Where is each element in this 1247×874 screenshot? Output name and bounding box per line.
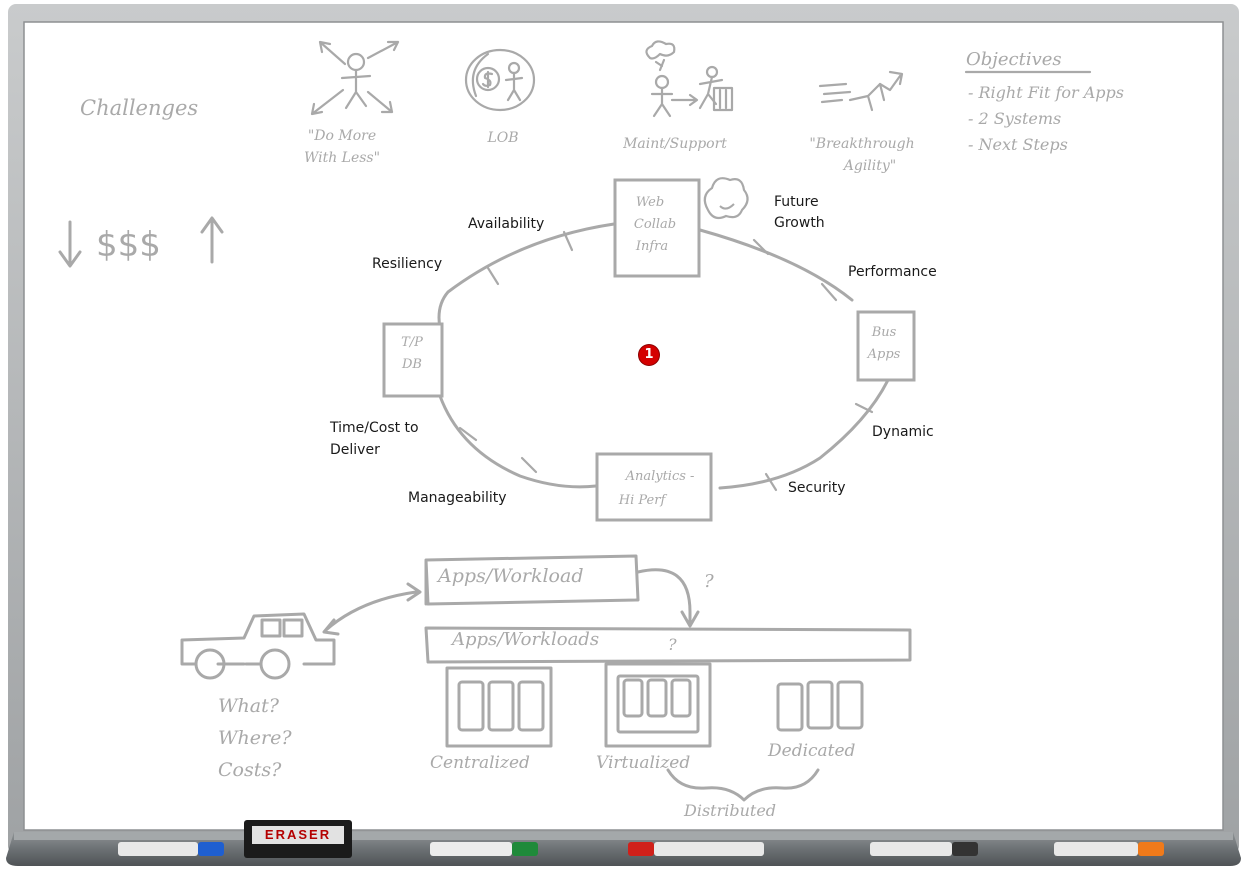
virtualized-label: Virtualized (596, 753, 691, 773)
breakthrough-agility-icon (818, 70, 904, 112)
double-arrow-icon (322, 582, 422, 636)
blue-marker-cap[interactable] (198, 842, 224, 856)
objective-item: - Right Fit for Apps (968, 83, 1124, 102)
attr-manageability: Manageability (408, 490, 507, 506)
virtualized-box (604, 662, 712, 748)
attr-performance: Performance (848, 264, 937, 280)
node-analytics-line: Hi Perf (618, 493, 666, 508)
cycle-ring (437, 222, 890, 490)
apps-workloads-label: Apps/Workloads (452, 629, 600, 650)
cloud-icon (703, 177, 749, 220)
cycle-node-boxes (382, 178, 916, 522)
marker-barrel[interactable] (430, 842, 512, 856)
marker-barrel[interactable] (118, 842, 198, 856)
red-marker-cap[interactable] (628, 842, 654, 856)
apps-workload-label: Apps/Workload (438, 565, 584, 587)
green-marker-cap[interactable] (512, 842, 538, 856)
agility-line-1: "Breakthrough (809, 136, 915, 152)
curved-arrow-icon (636, 568, 700, 628)
truck-icon (180, 612, 336, 680)
distributed-label: Distributed (684, 801, 777, 820)
question-mark: ? (704, 571, 714, 592)
up-arrow-icon (200, 216, 224, 264)
apps-workload-box (424, 554, 640, 606)
node-web-line: Infra (635, 239, 669, 254)
marker-barrel[interactable] (870, 842, 952, 856)
attr-security: Security (788, 480, 846, 496)
node-tp-line: DB (402, 357, 422, 372)
node-bus-line: Apps (867, 347, 901, 362)
marker-barrel[interactable] (1054, 842, 1138, 856)
what-label: What? (218, 695, 279, 717)
lob-icon (464, 48, 536, 112)
attr-future-growth-line: Future (774, 194, 819, 210)
node-web-line: Collab (633, 217, 677, 232)
centralized-box (445, 666, 553, 748)
dedicated-label: Dedicated (768, 741, 856, 761)
lob-label: LOB (487, 130, 519, 146)
attr-availability: Availability (468, 216, 545, 232)
objective-item: - Next Steps (968, 135, 1068, 154)
down-arrow-icon (58, 220, 82, 268)
maint-support-icon (645, 40, 734, 118)
node-web-line: Web (635, 195, 665, 210)
centralized-label: Centralized (430, 753, 530, 773)
apps-workloads-bar (424, 626, 912, 664)
objectives-title: Objectives (966, 49, 1062, 70)
maint-support-label: Maint/Support (623, 136, 727, 152)
eraser-label: ERASER (252, 826, 344, 844)
cycle-ticks (458, 230, 874, 492)
do-more-line-2: With Less" (303, 150, 381, 166)
costs-label: Costs? (218, 759, 282, 781)
do-more-line-1: "Do More (307, 128, 377, 144)
do-more-with-less-icon (310, 40, 400, 116)
question-mark: ? (668, 635, 677, 654)
distributed-brace (666, 768, 820, 802)
attr-time-cost-line: Deliver (330, 442, 380, 458)
node-analytics-line: Analytics - (625, 469, 695, 484)
objective-item: - 2 Systems (968, 109, 1062, 128)
hotspot-marker[interactable]: 1 (639, 345, 659, 365)
where-label: Where? (218, 727, 292, 749)
node-bus-line: Bus (871, 325, 897, 340)
attr-future-growth-line: Growth (774, 215, 825, 231)
cost-symbol: $$$ (96, 225, 161, 265)
attr-time-cost-line: Time/Cost to (330, 420, 419, 436)
dedicated-servers (776, 680, 864, 732)
node-analytics-box (595, 452, 713, 522)
node-web-box (613, 178, 701, 278)
node-tp-line: T/P (401, 335, 423, 350)
black-marker-cap[interactable] (952, 842, 978, 856)
agility-line-2: Agility" (843, 158, 897, 174)
challenges-label: Challenges (80, 96, 199, 120)
orange-marker-cap[interactable] (1138, 842, 1164, 856)
node-bus-box (856, 310, 916, 382)
attr-resiliency: Resiliency (372, 256, 443, 272)
node-tp-box (382, 322, 444, 398)
attr-dynamic: Dynamic (872, 424, 934, 440)
marker-barrel[interactable] (654, 842, 764, 856)
